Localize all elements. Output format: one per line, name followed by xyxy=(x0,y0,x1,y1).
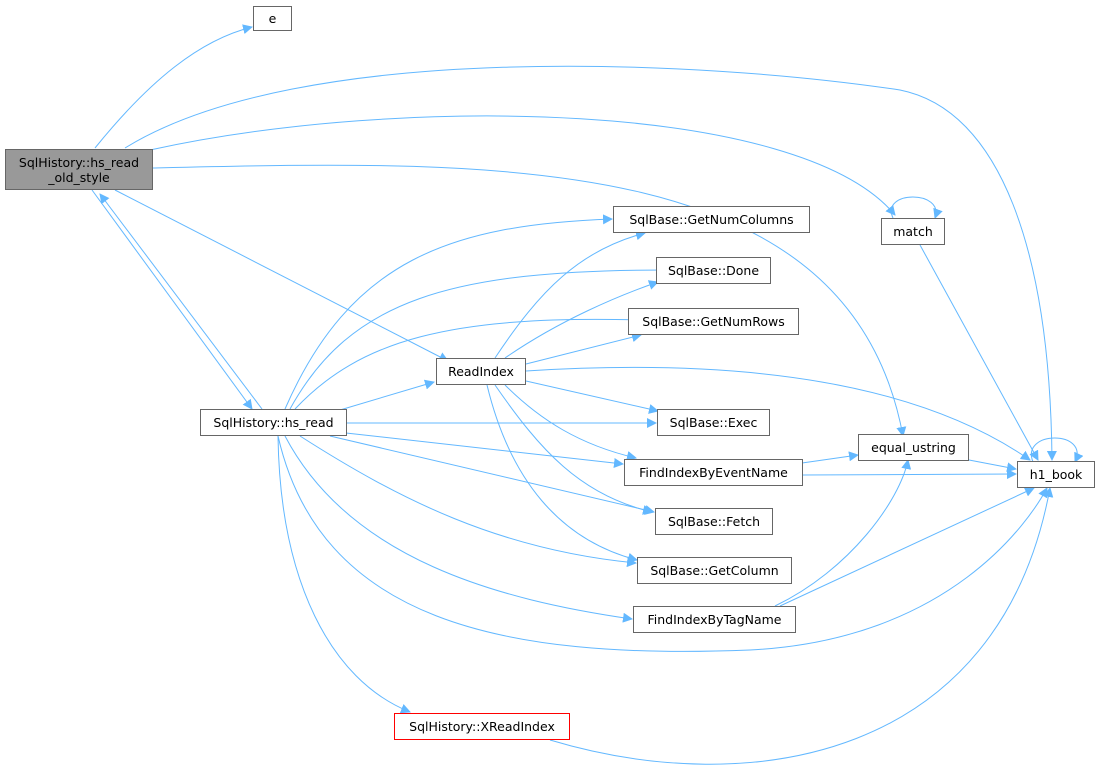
node-xreadindex[interactable]: SqlHistory::XReadIndex xyxy=(394,713,570,740)
edge-findbytag-h1-book xyxy=(779,487,1035,607)
node-hs-read-old-style-line1: SqlHistory::hs_read xyxy=(18,154,140,170)
edge-root-equal-ustring xyxy=(151,164,907,437)
edge-h1-book-self xyxy=(1030,437,1084,463)
node-e[interactable]: e xyxy=(253,6,292,31)
node-equal-ustring-label: equal_ustring xyxy=(871,440,956,455)
node-equal-ustring[interactable]: equal_ustring xyxy=(858,434,969,461)
node-getnumrows-label: SqlBase::GetNumRows xyxy=(642,314,785,329)
node-done[interactable]: SqlBase::Done xyxy=(656,257,771,284)
node-hs-read-old-style[interactable]: SqlHistory::hs_read _old_style xyxy=(5,149,153,190)
edge-hs-read-done xyxy=(289,265,667,410)
node-fetch[interactable]: SqlBase::Fetch xyxy=(655,508,773,535)
edge-findbyevent-equal-ustring xyxy=(801,451,859,464)
edge-readindex-exec xyxy=(525,380,659,414)
edge-findbytag-equal-ustring xyxy=(774,459,912,607)
edge-root-h1-book xyxy=(124,65,1057,461)
node-hs-read[interactable]: SqlHistory::hs_read xyxy=(200,409,347,436)
edge-root-e xyxy=(94,24,253,149)
node-getnumcolumns-label: SqlBase::GetNumColumns xyxy=(629,212,794,227)
edge-readindex-done xyxy=(504,280,659,359)
node-fetch-label: SqlBase::Fetch xyxy=(667,514,761,529)
node-findindexbytagname-label: FindIndexByTagName xyxy=(647,612,782,627)
edge-hs-read-h1-book xyxy=(277,435,1048,652)
edge-readindex-getcolumn xyxy=(486,384,638,563)
edge-hs-read-findbytag xyxy=(284,435,633,623)
node-findindexbyeventname-label: FindIndexByEventName xyxy=(639,465,788,480)
edge-hs-read-xreadindex xyxy=(277,435,411,714)
edge-hs-read-findbyevent xyxy=(345,432,624,468)
node-h1-book[interactable]: h1_book xyxy=(1017,461,1095,488)
node-hs-read-label: SqlHistory::hs_read xyxy=(213,415,334,430)
edge-xreadindex-h1-book xyxy=(549,487,1054,765)
edge-equal-ustring-h1-book xyxy=(968,459,1017,473)
edge-hs-read-readindex xyxy=(339,379,435,411)
node-xreadindex-label: SqlHistory::XReadIndex xyxy=(409,719,555,734)
edge-root-readindex xyxy=(114,189,449,362)
node-getnumcolumns[interactable]: SqlBase::GetNumColumns xyxy=(613,206,810,233)
edge-findbyevent-h1-book xyxy=(801,469,1017,480)
edge-readindex-getnumcolumns xyxy=(494,230,646,359)
node-e-label: e xyxy=(268,11,277,26)
edge-hs-read-getnumcolumns xyxy=(284,214,613,410)
edge-root-match xyxy=(149,115,896,216)
node-hs-read-old-style-line2: _old_style xyxy=(48,169,110,185)
node-h1-book-label: h1_book xyxy=(1029,467,1083,482)
node-readindex[interactable]: ReadIndex xyxy=(436,358,526,385)
edge-readindex-h1-book xyxy=(525,366,1031,461)
edge-root-hs-read xyxy=(91,189,253,410)
edge-hs-read-getcolumn xyxy=(299,435,637,568)
node-done-label: SqlBase::Done xyxy=(667,263,760,278)
edge-readindex-getnumrows xyxy=(525,332,642,365)
node-exec-label: SqlBase::Exec xyxy=(669,415,758,430)
edge-hs-read-fetch xyxy=(329,435,655,515)
edge-readindex-fetch xyxy=(494,384,653,515)
edge-match-self xyxy=(890,196,943,219)
node-exec[interactable]: SqlBase::Exec xyxy=(657,409,770,436)
node-findindexbyeventname[interactable]: FindIndexByEventName xyxy=(624,459,803,486)
edge-readindex-findbyevent xyxy=(504,384,637,461)
node-getcolumn[interactable]: SqlBase::GetColumn xyxy=(637,557,792,584)
node-readindex-label: ReadIndex xyxy=(448,364,514,379)
node-match[interactable]: match xyxy=(881,218,945,245)
node-getnumrows[interactable]: SqlBase::GetNumRows xyxy=(628,308,799,335)
node-findindexbytagname[interactable]: FindIndexByTagName xyxy=(633,606,796,633)
edge-hs-read-root xyxy=(99,193,263,410)
node-match-label: match xyxy=(893,224,933,239)
node-getcolumn-label: SqlBase::GetColumn xyxy=(650,563,779,578)
edge-match-h1-book xyxy=(919,244,1039,461)
